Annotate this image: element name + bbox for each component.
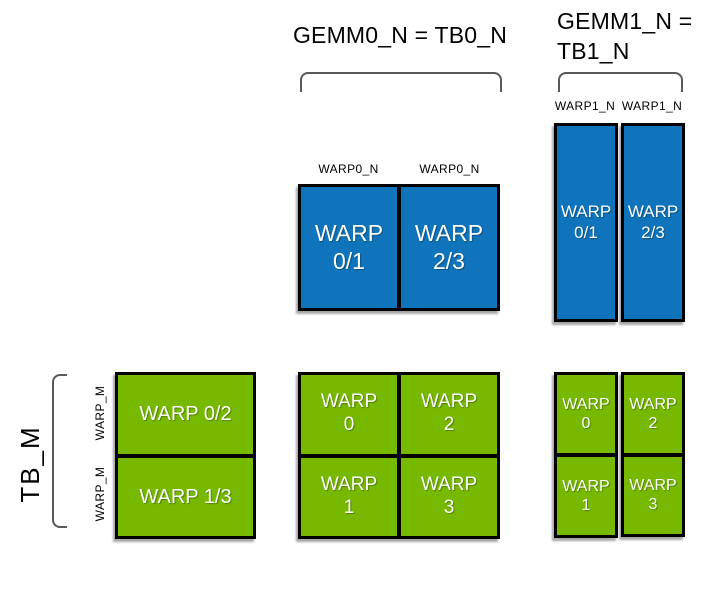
gemm1-accumulator-warp01-box: WARP 0/1 [554,123,618,322]
warp1-n-caption-left: WARP1_N [554,99,616,113]
gemm1-accum-warp01-cell: WARP 0/1 [557,126,615,319]
warp-cell-line2: 2/3 [641,222,665,242]
gemm1-warp3-cell: WARP 3 [624,456,682,534]
warp-cell-line2: 2/3 [433,247,465,274]
gemm0-warp3-cell: WARP 3 [401,457,497,536]
gemm1-accum-warp23-cell: WARP 2/3 [624,126,682,319]
warp-cell-label: WARP 1/3 [139,485,232,508]
warp-m-caption-top: WARP_M [93,385,107,441]
gemm1-warp2-cell: WARP 2 [624,375,682,453]
warp-cell-line1: WARP [627,202,679,222]
warp-cell-line1: WARP [629,477,677,495]
warp-cell-line1: WARP [629,395,677,413]
warp-cell-line2: 1 [343,496,355,518]
gemm0-warp2-cell: WARP 2 [401,375,497,454]
gemm0-n-bracket [300,72,502,92]
gemm0-warp0-cell: WARP 0 [301,375,397,454]
gemm0-warp1-cell: WARP 1 [301,457,397,536]
gemm1-n-bracket [558,72,683,92]
gemm1-warp0-cell: WARP 0 [557,375,615,453]
tb-m-label: TB_M [14,425,45,503]
warp0-n-caption-right: WARP0_N [419,162,480,176]
tb-m-bracket [52,374,67,528]
gemm0-warp-grid-box: WARP 0 WARP 2 WARP 1 WARP 3 [298,372,500,539]
gemm1-warp-grid-left-column: WARP 0 WARP 1 [554,372,618,538]
warp-cell-label: WARP 0/2 [139,403,232,426]
tb-warp13-cell: WARP 1/3 [118,457,253,536]
warp-cell-line1: WARP [562,477,610,495]
warp-cell-line2: 0/1 [574,222,598,242]
warp0-n-caption-left: WARP0_N [318,162,379,176]
warp-cell-line1: WARP [314,219,384,246]
tb-warp02-cell: WARP 0/2 [118,375,253,454]
gemm0-accum-warp01-cell: WARP 0/1 [301,187,397,308]
gemm0-n-label: GEMM0_N = TB0_N [292,22,508,48]
warp-cell-line2: 3 [443,496,455,518]
warp-cell-line1: WARP [420,391,478,413]
warp-cell-line2: 2 [648,414,658,432]
gemm1-n-label-line2: TB1_N [557,38,630,64]
gemm0-accum-warp23-cell: WARP 2/3 [401,187,497,308]
gemm1-n-label-line1: GEMM1_N = [557,8,693,34]
warp-cell-line2: 0/1 [333,247,365,274]
warp-cell-line2: 1 [581,497,591,514]
warp-cell-line1: WARP [414,219,484,246]
warp1-n-caption-right: WARP1_N [621,99,683,113]
gemm1-n-label: GEMM1_N = TB1_N [557,6,707,66]
warp-m-caption-bottom: WARP_M [93,466,107,522]
gemm1-warp1-cell: WARP 1 [557,457,615,535]
gemm1-warp-grid-right-column: WARP 2 WARP 3 [621,372,685,537]
warp-cell-line2: 0 [343,414,355,436]
warp-cell-line1: WARP [420,473,478,495]
tb-warp-tile-box: WARP 0/2 WARP 1/3 [115,372,256,539]
warp-cell-line1: WARP [560,202,612,222]
gemm1-accumulator-warp23-box: WARP 2/3 [621,123,685,322]
warp-cell-line2: 2 [443,414,455,436]
warp-cell-line2: 3 [648,496,658,514]
warp-cell-line1: WARP [320,473,378,495]
gemm0-accumulator-box: WARP 0/1 WARP 2/3 [298,184,500,311]
warp-cell-line1: WARP [320,391,378,413]
warp-cell-line1: WARP [562,395,610,413]
warp-cell-line2: 0 [581,415,591,432]
